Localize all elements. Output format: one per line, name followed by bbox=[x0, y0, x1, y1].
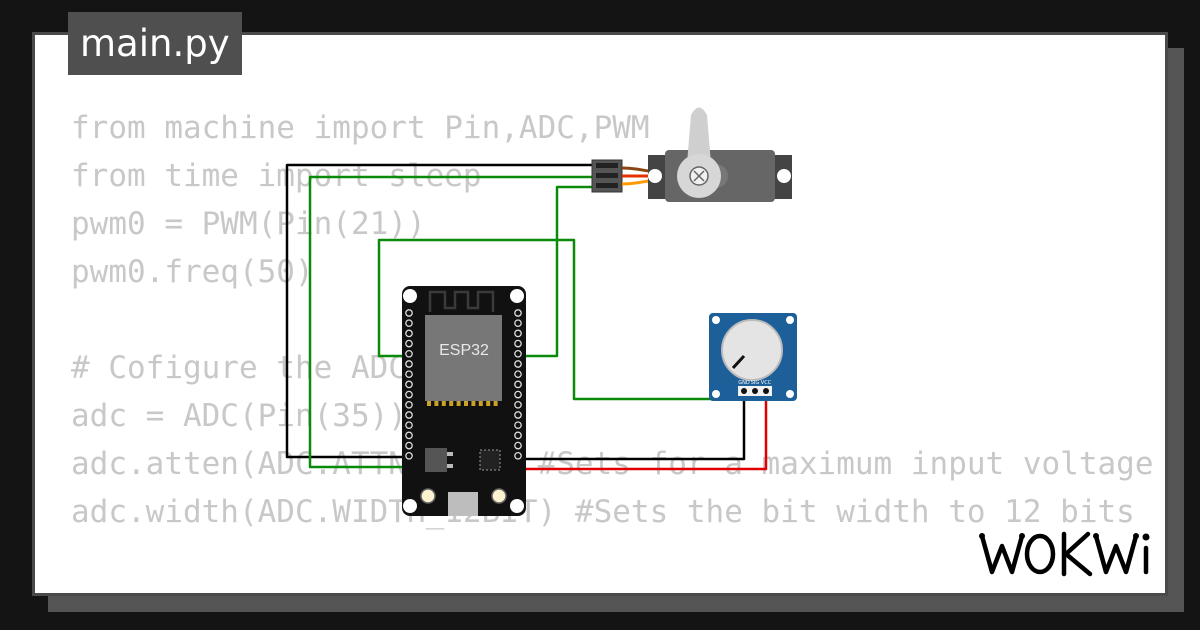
header-pin[interactable] bbox=[514, 370, 522, 379]
code-line: # Cofigure the ADC bbox=[71, 350, 407, 386]
header-pin[interactable] bbox=[405, 329, 413, 338]
header-pin[interactable] bbox=[405, 390, 413, 399]
header-pin[interactable] bbox=[514, 360, 522, 368]
header-pin[interactable] bbox=[514, 421, 522, 430]
header-pin[interactable] bbox=[405, 319, 413, 328]
header-pin[interactable] bbox=[405, 360, 413, 368]
module-pad bbox=[464, 401, 468, 406]
header-pin[interactable] bbox=[514, 319, 522, 328]
header-pin[interactable] bbox=[405, 431, 413, 440]
esp32-board[interactable]: ESP32 bbox=[402, 286, 526, 516]
header-pin[interactable] bbox=[405, 380, 413, 389]
header-pin[interactable] bbox=[514, 400, 522, 409]
header-pin[interactable] bbox=[405, 451, 413, 460]
module-pad bbox=[478, 401, 483, 406]
header-pin[interactable] bbox=[405, 309, 413, 317]
module-pad bbox=[486, 401, 491, 406]
pin-header-right bbox=[514, 309, 522, 460]
code-line: adc = ADC(Pin(35)) bbox=[71, 398, 407, 434]
potentiometer[interactable]: GND SIG VCC bbox=[709, 313, 797, 401]
code-line: # Infinite while loop bbox=[71, 584, 1154, 593]
module-pad bbox=[441, 401, 446, 406]
header-pin[interactable] bbox=[514, 390, 522, 399]
wire-red-pot-vcc[interactable] bbox=[520, 393, 768, 471]
voltage-regulator bbox=[425, 448, 447, 472]
module-pad bbox=[427, 401, 431, 406]
header-pin[interactable] bbox=[405, 441, 413, 450]
header-pin[interactable] bbox=[514, 339, 522, 348]
header-pin[interactable] bbox=[405, 370, 413, 379]
pot-pin-gnd: GND bbox=[738, 380, 750, 386]
header-pin[interactable] bbox=[514, 411, 522, 419]
module-pad bbox=[456, 401, 461, 406]
antenna-trace bbox=[428, 290, 495, 312]
header-pin[interactable] bbox=[514, 380, 522, 389]
header-pin[interactable] bbox=[405, 400, 413, 409]
module-pad bbox=[434, 401, 439, 406]
wires bbox=[285, 163, 768, 471]
header-pin[interactable] bbox=[514, 329, 522, 338]
header-pin[interactable] bbox=[405, 339, 413, 348]
reset-button[interactable] bbox=[491, 488, 507, 504]
file-tab[interactable]: main.py bbox=[68, 12, 242, 75]
header-pin[interactable] bbox=[405, 411, 413, 419]
header-pin[interactable] bbox=[514, 309, 522, 317]
servo-motor[interactable] bbox=[591, 107, 792, 203]
wire-black-pot-gnd[interactable] bbox=[520, 393, 746, 461]
module-pad bbox=[471, 401, 476, 406]
wokwi-logo[interactable] bbox=[976, 522, 1156, 582]
pin-header-left bbox=[405, 309, 413, 460]
esp32-module bbox=[425, 315, 502, 401]
header-pin[interactable] bbox=[514, 349, 522, 358]
wire-green-servo-signal[interactable] bbox=[520, 185, 594, 358]
code-line: pwm0.freq(50) bbox=[71, 254, 314, 290]
module-pads bbox=[427, 401, 498, 406]
wire-black-servo-gnd[interactable] bbox=[285, 163, 594, 459]
header-pin[interactable] bbox=[514, 451, 522, 460]
potentiometer-knob[interactable] bbox=[721, 319, 783, 381]
pot-pin-sig: SIG bbox=[751, 380, 760, 386]
header-pin[interactable] bbox=[405, 349, 413, 358]
esp32-label: ESP32 bbox=[439, 342, 489, 359]
header-pin[interactable] bbox=[405, 421, 413, 430]
usb-port bbox=[448, 492, 478, 516]
wire-green-servo-vcc[interactable] bbox=[308, 175, 594, 469]
code-line: from machine import Pin,ADC,PWM bbox=[71, 110, 650, 146]
header-pin[interactable] bbox=[514, 441, 522, 450]
code-line: pwm0 = PWM(Pin(21)) bbox=[71, 206, 426, 242]
pot-pin-vcc: VCC bbox=[761, 380, 772, 386]
header-pin[interactable] bbox=[514, 431, 522, 440]
module-pad bbox=[449, 401, 454, 406]
usb-chip bbox=[479, 449, 501, 471]
module-pad bbox=[493, 401, 498, 406]
boot-button[interactable] bbox=[420, 488, 436, 504]
